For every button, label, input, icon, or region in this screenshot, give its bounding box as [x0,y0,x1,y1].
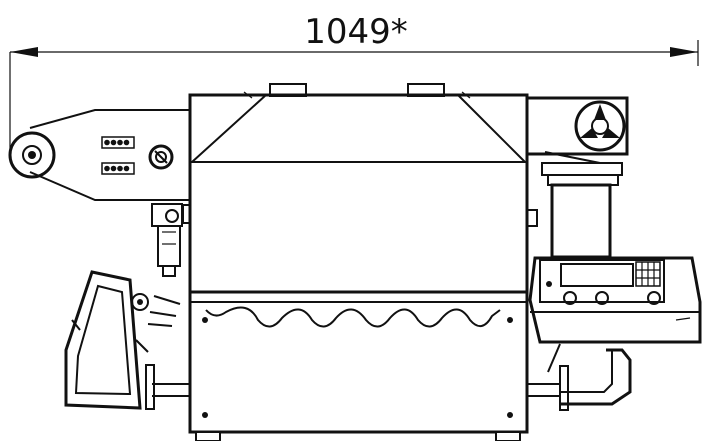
main-housing [182,83,538,294]
counter-display-bottom [101,162,135,175]
keypad [635,261,661,287]
control-knob-3 [647,291,661,305]
adjust-knob-icon [148,144,174,170]
fan-icon [574,100,626,152]
right-stand [527,343,632,411]
right-motor [525,96,629,259]
lower-housing [188,290,529,441]
left-guide-panel [64,270,190,410]
counter-display-top [101,136,135,149]
display-screen [560,263,634,287]
control-knob-2 [595,291,609,305]
control-knob-1 [563,291,577,305]
overall-dimension: 1049* [9,12,699,150]
left-wheel [8,131,56,179]
control-panel [528,256,702,344]
left-arm [8,109,191,201]
filter-regulator [151,203,183,277]
dimension-label: 1049* [304,12,408,52]
